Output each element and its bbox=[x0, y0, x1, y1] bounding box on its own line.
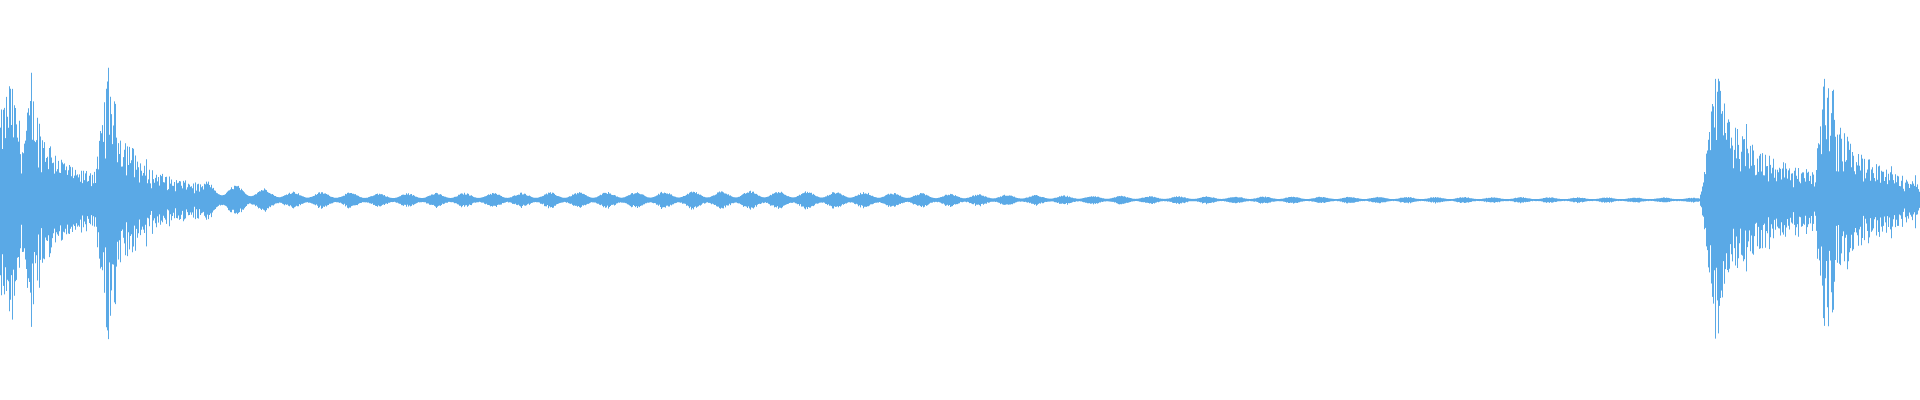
waveform-bars bbox=[0, 67, 1920, 340]
waveform-path bbox=[0, 67, 1920, 340]
